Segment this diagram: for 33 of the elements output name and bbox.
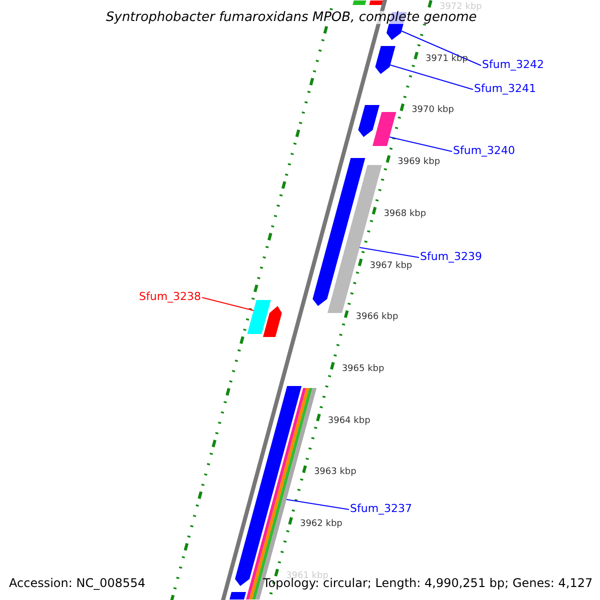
gene-feature-pointed [312,158,366,306]
gene-label: Sfum_3237 [350,503,412,514]
gene-feature-pointed [263,306,282,337]
title: Syntrophobacter fumaroxidans MPOB, complete genome [106,11,477,24]
scale-label: 3971 kbp [426,54,468,64]
leader-line [359,247,420,258]
gene-feature-pointed [358,105,380,137]
scale-label: 3965 kbp [342,364,384,374]
scale-label: 3970 kbp [412,106,454,116]
gene-label: Sfum_3242 [482,59,544,70]
scale-label: 3969 kbp [398,158,440,168]
gene-label: Sfum_3241 [474,83,536,94]
gene-feature [369,0,383,5]
leader-line [388,136,452,152]
gene-label: Sfum_3240 [453,145,516,156]
gene-feature-pointed [375,46,396,74]
scale-label: 3966 kbp [356,313,398,322]
scale-label: 3964 kbp [328,416,370,426]
scale-label: 3962 kbp [300,520,342,529]
scale-label: 3963 kbp [314,468,356,478]
gene-label: Sfum_3238 [139,291,202,302]
footer-text: Accession: NC_008554 [8,576,146,590]
gene-label: Sfum_3239 [420,251,482,262]
scale-label: 3967 kbp [370,262,412,270]
leader-line [202,297,254,311]
gene-feature [230,592,246,600]
scale-label: 3968 kbp [384,210,426,219]
leader-line [390,64,474,90]
gene-feature [247,300,271,334]
gene-feature [352,0,366,5]
leader-line [286,499,350,510]
gene-feature [372,112,396,146]
leader-line [401,30,482,66]
